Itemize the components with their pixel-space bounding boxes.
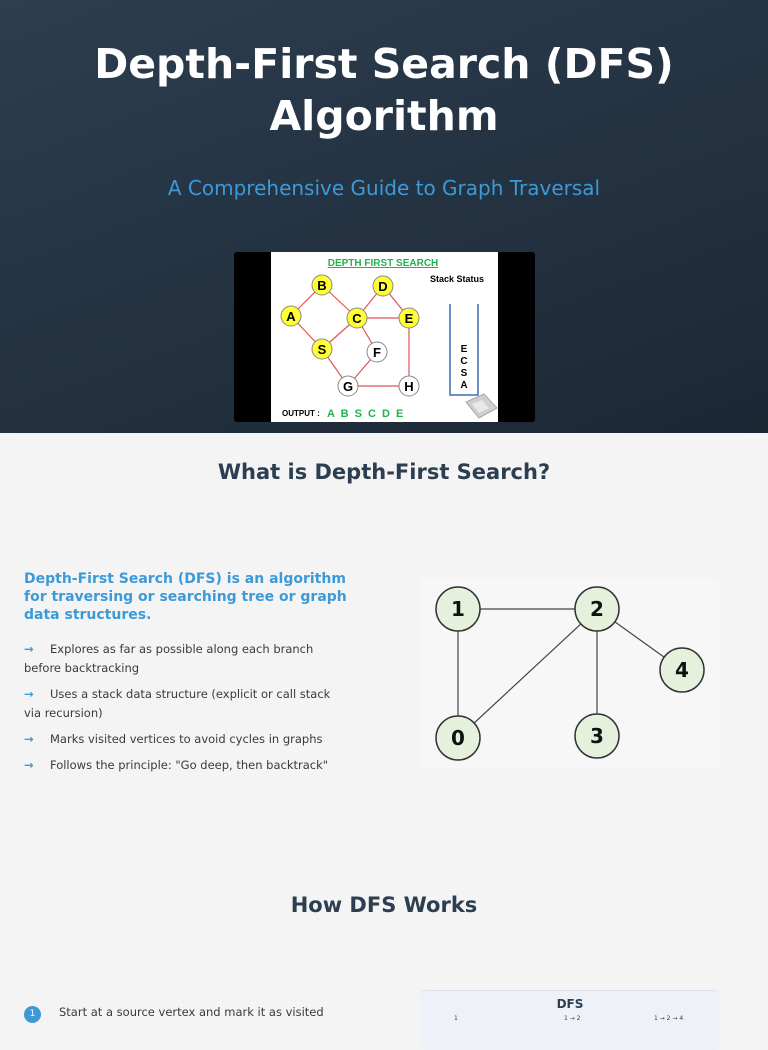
graph-node-1: 1: [435, 586, 481, 632]
dfs-illustration: DEPTH FIRST SEARCH Stack Status A: [234, 252, 535, 422]
svg-text:G: G: [343, 379, 353, 394]
dfs-sequence-step: 1 → 2 → 4: [654, 1015, 684, 1022]
feature-list: →Explores as far as possible along each …: [24, 640, 344, 782]
list-item-text: Explores as far as possible along each b…: [24, 642, 314, 675]
node-b: B: [311, 274, 333, 296]
dfs-sequence-card: DFS 1 1 → 2 1 → 2 → 4: [420, 990, 720, 1050]
svg-text:2: 2: [590, 597, 604, 621]
illustration-heading: DEPTH FIRST SEARCH: [328, 258, 439, 269]
svg-text:D: D: [378, 279, 387, 294]
stack-item: S: [461, 368, 468, 379]
svg-text:1: 1: [451, 597, 465, 621]
dfs-sequence-step: 1 → 2: [564, 1015, 581, 1022]
arrow-right-icon: →: [24, 758, 34, 772]
node-c: C: [346, 307, 368, 329]
list-item-text: Marks visited vertices to avoid cycles i…: [50, 732, 323, 746]
svg-text:A: A: [286, 309, 296, 324]
page-title: Depth-First Search (DFS) Algorithm: [0, 38, 768, 142]
output-value: A B S C D E: [327, 408, 405, 420]
section-title-what-is-dfs: What is Depth-First Search?: [217, 460, 551, 484]
arrow-right-icon: →: [24, 687, 34, 701]
steps-list: 1 Start at a source vertex and mark it as…: [24, 1003, 384, 1023]
svg-text:B: B: [317, 278, 326, 293]
dfs-sequence-step: 1: [454, 1015, 458, 1022]
node-d: D: [372, 275, 394, 297]
svg-text:H: H: [404, 379, 413, 394]
svg-text:0: 0: [451, 726, 465, 750]
intro-text: Depth-First Search (DFS) is an algorithm…: [24, 571, 347, 623]
stack-item: A: [460, 380, 467, 391]
title-line-1: Depth-First Search (DFS): [94, 40, 674, 88]
example-graph-edges: [457, 608, 683, 739]
arrow-right-icon: →: [24, 732, 34, 746]
step-number-badge: 1: [24, 1006, 41, 1023]
output-label: OUTPUT :: [282, 409, 320, 418]
list-item-text: Uses a stack data structure (explicit or…: [24, 687, 331, 720]
stack-decoration-icon: [465, 393, 498, 419]
svg-text:3: 3: [590, 724, 604, 748]
example-graph: 1 2 4 0 3: [420, 578, 720, 768]
node-a: A: [280, 305, 302, 327]
stack-status-label: Stack Status: [430, 274, 484, 284]
list-item: →Explores as far as possible along each …: [24, 640, 344, 678]
svg-text:S: S: [318, 342, 327, 357]
hero-section: Depth-First Search (DFS) Algorithm A Com…: [0, 0, 768, 433]
list-item: → Marks visited vertices to avoid cycles …: [24, 730, 344, 749]
node-h: H: [398, 375, 420, 397]
graph-node-0: 0: [435, 715, 481, 761]
example-graph-svg: 1 2 4 0 3: [435, 586, 705, 761]
step-item: 1 Start at a source vertex and mark it as…: [24, 1003, 384, 1023]
page-subtitle: A Comprehensive Guide to Graph Traversal: [167, 176, 601, 200]
node-s: S: [311, 338, 333, 360]
title-line-2: Algorithm: [269, 92, 499, 140]
arrow-right-icon: →: [24, 642, 34, 656]
svg-text:E: E: [405, 311, 414, 326]
node-f: F: [366, 341, 388, 363]
graph-node-2: 2: [574, 586, 620, 632]
graph-node-3: 3: [574, 713, 620, 759]
stack-item: C: [460, 356, 467, 367]
node-g: G: [337, 375, 359, 397]
list-item: → Follows the principle: "Go deep, then b…: [24, 756, 344, 775]
list-item-text: Follows the principle: "Go deep, then ba…: [50, 758, 329, 772]
stack-container: E C S A: [449, 304, 479, 396]
dfs-illustration-svg: DEPTH FIRST SEARCH Stack Status A: [271, 252, 498, 422]
illustration-nodes: A B C D E S F G H: [280, 274, 420, 397]
stack-item: E: [461, 344, 468, 355]
svg-text:C: C: [352, 311, 362, 326]
graph-node-4: 4: [659, 647, 705, 693]
step-text: Start at a source vertex and mark it as …: [59, 1005, 324, 1019]
list-item: →Uses a stack data structure (explicit o…: [24, 685, 344, 723]
section-title-how-dfs-works: How DFS Works: [290, 893, 478, 917]
dfs-card-title: DFS: [556, 997, 584, 1011]
node-e: E: [398, 307, 420, 329]
svg-text:F: F: [373, 345, 381, 360]
svg-text:4: 4: [675, 658, 689, 682]
